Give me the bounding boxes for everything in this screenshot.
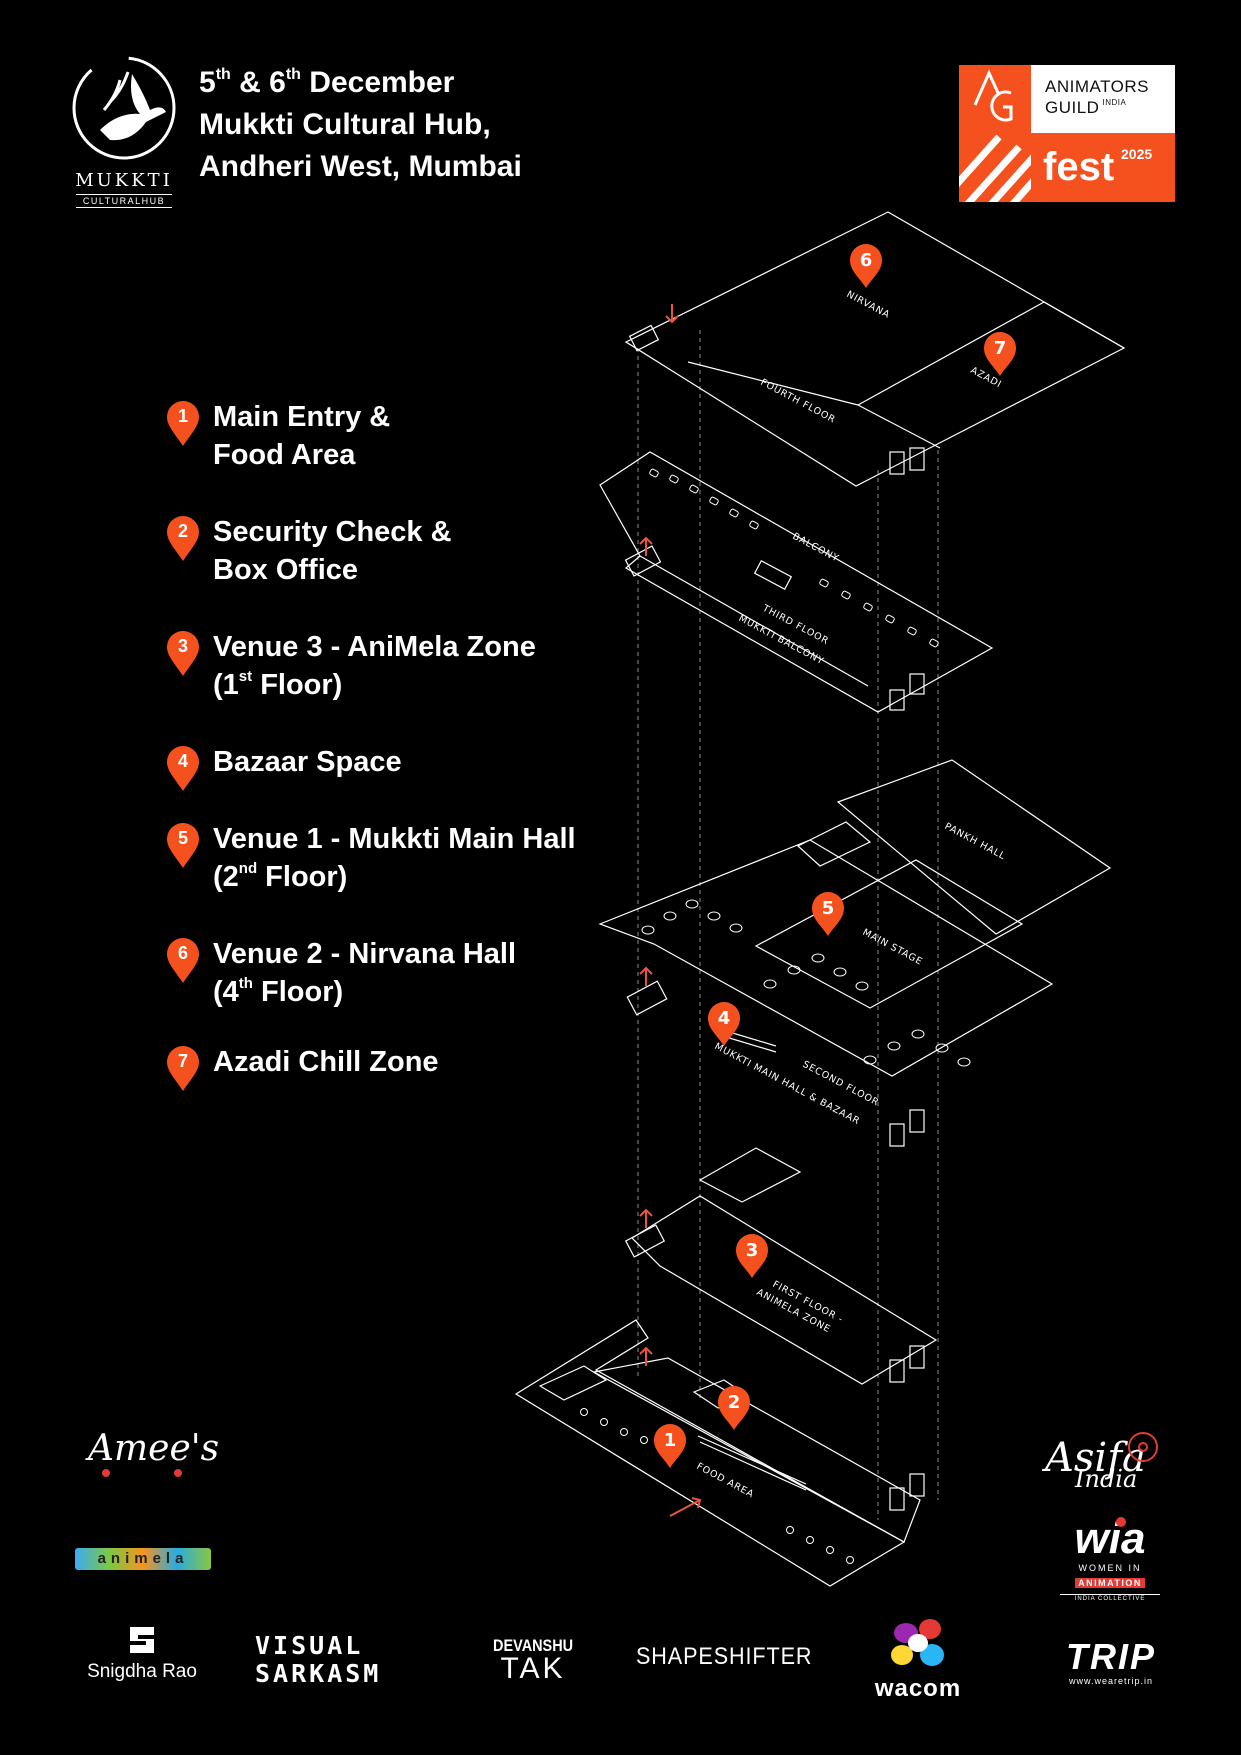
map-pin-3: 3 [736,1234,768,1278]
venue-logo-name: MUKKTI [75,170,173,191]
women-in-animation-logo: wia WOMEN IN ANIMATION INDIA COLLECTIVE [1060,1515,1160,1602]
day1: 5 [199,66,216,99]
second-floor-plan [598,759,1112,1147]
map-pin-7: 7 [984,332,1016,376]
venue-logo-subtitle: CULTURALHUB [76,194,172,208]
balcony-seats [649,468,939,648]
legend-label: Venue 1 - Mukkti Main Hall (2nd Floor) [213,823,576,893]
ag-fest-word: fest [1043,145,1115,189]
legend-label: Venue 3 - AniMela Zone (1st Floor) [213,631,536,701]
pin-icon [167,1046,199,1091]
pin-icon [167,401,199,446]
map-pin-2: 2 [718,1386,750,1430]
s-mark-icon [130,1627,154,1653]
event-info: 5th & 6th December Mukkti Cultural Hub, … [199,62,522,188]
label-nirvana: NIRVANA [845,289,892,321]
map-pin-4: 4 [708,1002,740,1046]
direction-arrows [639,304,702,1517]
main-hall-seats [641,899,971,1067]
label-fourth-floor: FOURTH FLOOR [759,377,838,426]
asifa-india-logo: Asifa India [1045,1432,1158,1493]
svg-text:5: 5 [822,898,835,919]
svg-text:1: 1 [664,1430,677,1451]
ag-year: 2025 [1121,146,1153,162]
mukkti-venue-logo: MUKKTI CULTURALHUB [68,52,180,217]
svg-text:4: 4 [718,1008,731,1029]
floor-connectors [637,330,939,1520]
snigdha-rao-logo: Snigdha Rao [82,1625,202,1683]
first-floor-plan [624,1147,938,1385]
pin-icon [167,938,199,983]
legend-pin-number: 6 [177,943,188,963]
visual-sarkasm-logo: VISUAL SARKASM [255,1631,382,1688]
cherry-icon [102,1469,182,1477]
date-connector: & 6 [239,66,286,99]
ag-line1: ANIMATORS [1045,77,1149,96]
label-pankh-hall: PANKH HALL [943,821,1008,862]
dove-icon [72,56,176,160]
ag-stripes-icon [959,134,1031,202]
svg-text:7: 7 [994,338,1007,359]
map-pin-5: 5 [812,892,844,936]
day2-suffix: th [285,66,301,83]
wacom-burst-icon [891,1619,944,1666]
animela-logo: animela [75,1548,211,1570]
food-area-seats [580,1408,854,1564]
amees-logo: Amee's [88,1428,219,1477]
legend-label: Security Check &Box Office [213,516,452,586]
event-location: Andheri West, Mumbai [199,150,522,183]
ag-fest-band: fest 2025 [959,133,1175,202]
shapeshifter-logo: SHAPESHIFTER [636,1643,813,1670]
svg-text:2: 2 [728,1392,741,1413]
ag-monogram-icon [973,69,1013,122]
event-venue: Mukkti Cultural Hub, [199,108,491,141]
map-pin-1: 1 [654,1424,686,1468]
pin-icon [167,516,199,561]
ag-mark [959,65,1031,133]
pin-icon [167,746,199,791]
label-food-area: FOOD AREA [695,1461,756,1501]
ground-floor-plan [514,1319,925,1587]
pin-icon [167,631,199,676]
event-dates: 5th & 6th December [199,62,522,104]
legend-label: Azadi Chill Zone [213,1046,439,1078]
legend-label: Venue 2 - Nirvana Hall (4th Floor) [213,938,517,1008]
seating [580,468,971,1564]
map-pin-6: 6 [850,244,882,288]
legend-pin-number: 4 [177,751,188,771]
devanshu-tak-logo: DEVANSHU TAK [493,1636,574,1685]
label-balcony: BALCONY [791,531,841,565]
map-pins: 6 7 5 4 3 2 1 [654,244,1016,1468]
legend-pin-number: 3 [177,636,188,656]
third-floor-plan [599,451,994,713]
legend-pin-number: 1 [177,406,188,426]
legend-pin-number: 2 [177,521,188,541]
trip-logo: TRIP www.wearetrip.in [1065,1636,1156,1687]
legend-label: Main Entry &Food Area [213,401,391,471]
svg-text:3: 3 [746,1240,759,1261]
day1-suffix: th [215,66,231,83]
pin-icon [167,823,199,868]
label-main-stage: MAIN STAGE [861,927,925,968]
film-reel-icon [1128,1432,1158,1462]
legend-pin-number: 5 [177,828,188,848]
event-month: December [309,66,455,99]
wacom-logo: wacom [872,1615,964,1703]
legend-label: Bazaar Space [213,746,402,778]
fourth-floor-plan [624,211,1126,487]
svg-text:6: 6 [860,250,873,271]
legend-pin-number: 7 [177,1051,188,1071]
